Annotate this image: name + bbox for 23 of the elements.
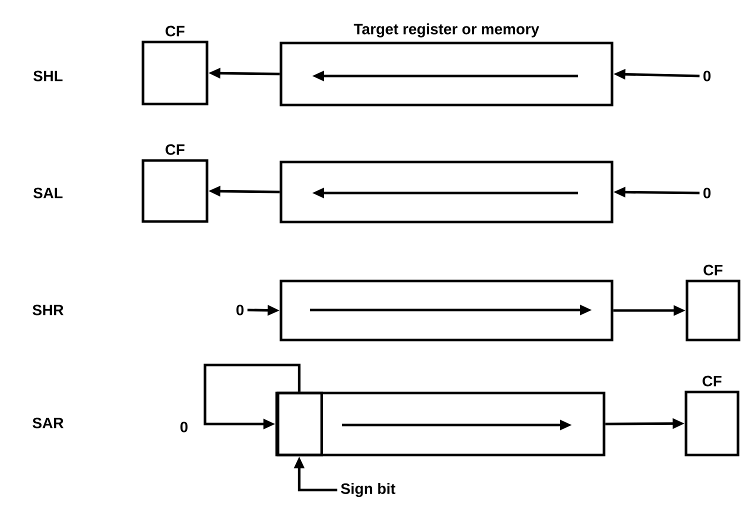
flag-box: CF [142,26,208,106]
node-label: CF [704,264,722,276]
note-text: Sign bit [340,482,396,498]
register-box [280,160,614,224]
sign-bit-cell [275,392,323,456]
flag-box: CF [684,376,740,456]
node-label: Target register or memory [354,23,540,38]
register-box [280,280,614,342]
register-box: Target register or memory [280,23,614,106]
row-label: SHL [33,70,63,82]
node-label: CF [702,376,722,386]
node-label: CF [166,26,184,36]
row-label: SAL [33,188,63,198]
bit-value: 0 [703,70,711,82]
register-box [276,392,606,456]
node-label: CF [166,144,184,155]
flag-box: CF [686,264,740,342]
row-label: SHR [32,304,64,316]
flag-box: CF [142,144,208,223]
bit-value: 0 [180,422,188,432]
row-label: SAR [32,418,64,428]
bit-value: 0 [236,304,244,316]
bit-value: 0 [703,188,711,198]
